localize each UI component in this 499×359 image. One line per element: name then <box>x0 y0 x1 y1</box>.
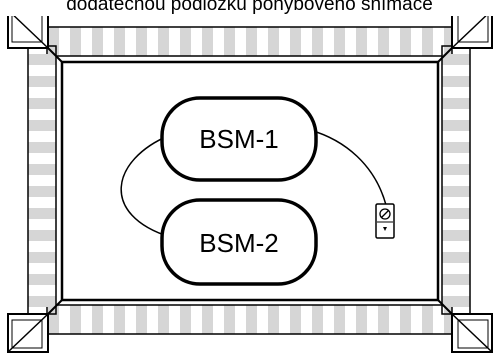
crib-rail-right <box>441 45 471 315</box>
control-unit-icon <box>375 203 395 239</box>
crib-rail-bottom <box>46 304 453 335</box>
sensor-label-bsm-1: BSM-1 <box>199 124 278 154</box>
crib-rail-left <box>27 45 57 315</box>
corner-post-bottom-right <box>437 299 493 353</box>
crib-rail-top <box>46 26 453 57</box>
sensor-label-bsm-2: BSM-2 <box>199 228 278 258</box>
corner-post-bottom-left <box>7 299 63 353</box>
caption-text: dodatečnou podložku pohybového snímače <box>0 0 499 16</box>
sensor-pad-bsm-1: BSM-1 <box>160 96 318 182</box>
cable-to-control-unit <box>309 129 387 206</box>
cable-sensor-link <box>120 134 171 238</box>
sensor-pad-bsm-2: BSM-2 <box>160 198 318 286</box>
corner-post-top-left <box>7 9 63 63</box>
crib-frame <box>7 9 493 353</box>
